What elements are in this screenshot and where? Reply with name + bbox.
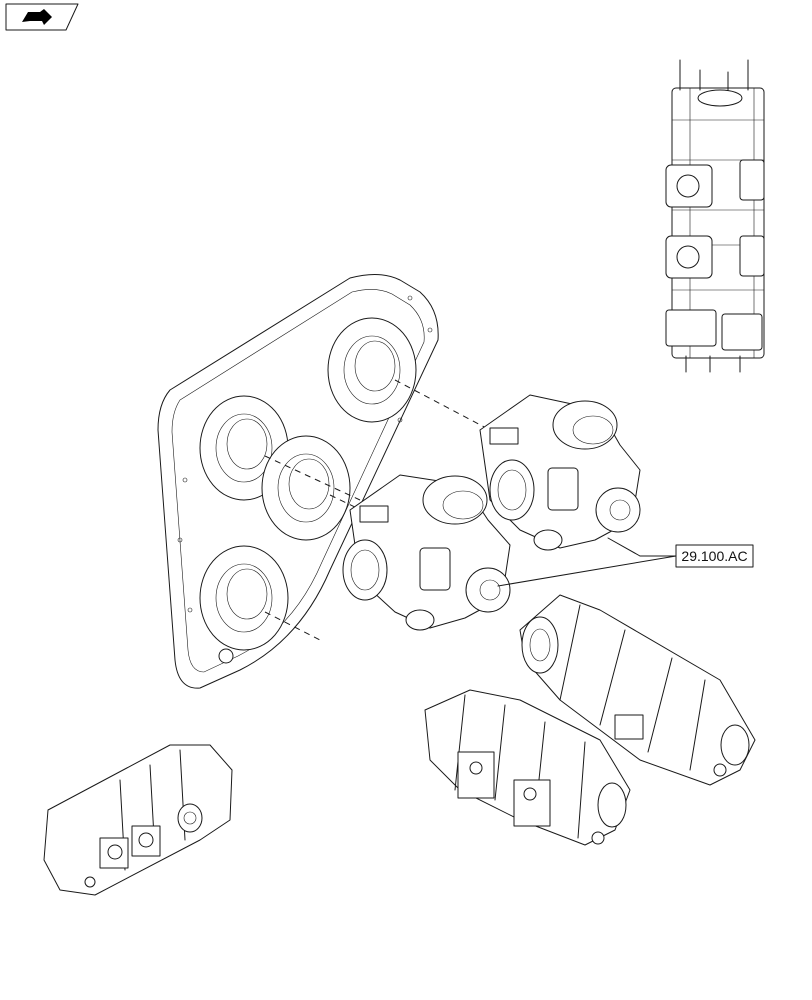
callout-29-100-ac[interactable]: 29.100.AC (497, 537, 754, 587)
flange-lower (199, 545, 289, 651)
flange-center (261, 435, 351, 541)
gear-pump-lower (342, 474, 511, 631)
gear-pump-upper (479, 394, 641, 551)
forward-arrow-icon (22, 9, 52, 25)
callout-label: 29.100.AC (681, 548, 747, 564)
drive-housing-plate (157, 274, 439, 689)
assembled-pump-stack (665, 59, 765, 373)
gear-pump-lower-left (43, 744, 233, 896)
triple-gear-pump-center (424, 689, 631, 846)
flange-upper-right (327, 317, 417, 423)
nav-badge[interactable] (5, 3, 79, 31)
triple-gear-pump-right (519, 594, 756, 786)
